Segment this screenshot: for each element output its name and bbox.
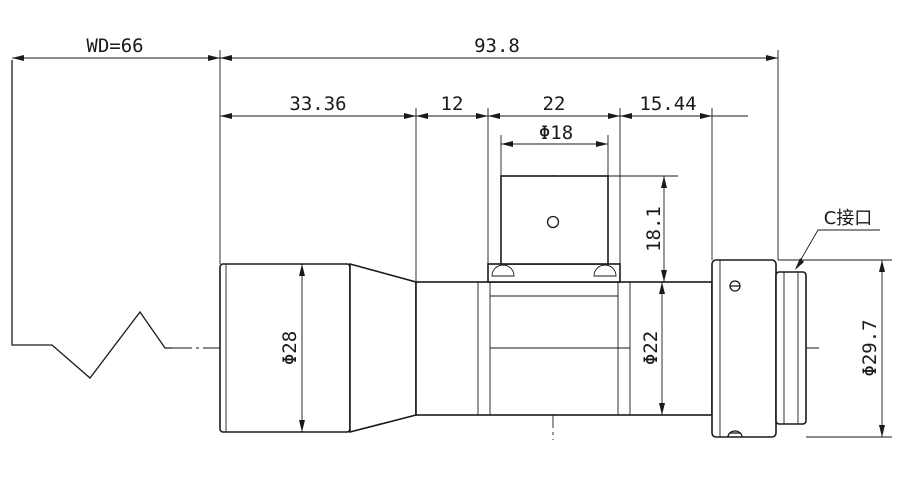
mid-tube <box>415 281 713 416</box>
label-rear-length: 15.44 <box>639 93 696 115</box>
label-block-width: 22 <box>543 93 566 115</box>
lower-screw-icon <box>727 430 743 438</box>
extension-lines <box>219 50 892 438</box>
screw-hole-icon <box>546 215 560 229</box>
c-mount-leader <box>795 229 880 269</box>
label-mid-diameter: Φ22 <box>640 331 662 365</box>
taper-section <box>349 262 417 434</box>
label-rear-diameter: Φ29.7 <box>859 319 881 376</box>
label-front-length: 33.36 <box>289 93 346 115</box>
mount-saddle <box>487 263 621 283</box>
mount-block <box>500 175 609 265</box>
label-c-mount: C接口 <box>824 208 873 229</box>
working-distance-break-line <box>11 60 172 379</box>
label-block-diameter: Φ18 <box>539 122 573 144</box>
label-front-diameter: Φ28 <box>279 331 301 365</box>
label-total-length: 93.8 <box>474 35 520 57</box>
dimension-lines <box>12 55 885 437</box>
lens-body <box>219 175 807 438</box>
rear-ring <box>711 259 777 438</box>
label-taper-length: 12 <box>441 93 464 115</box>
label-working-distance: WD=66 <box>86 35 143 57</box>
c-mount-thread <box>775 271 807 425</box>
label-block-height: 18.1 <box>643 206 665 252</box>
